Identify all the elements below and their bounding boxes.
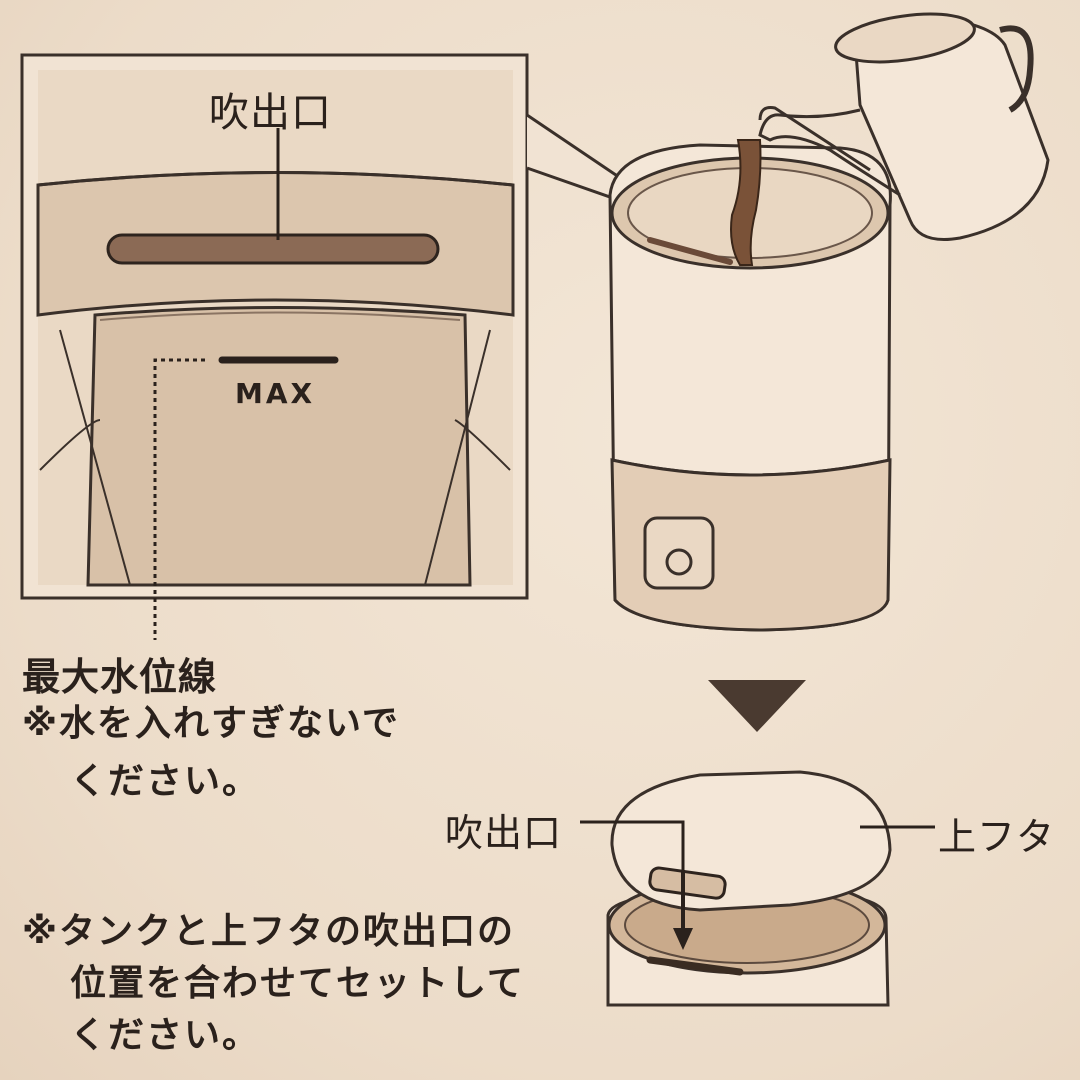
inset-outlet-slot — [106, 233, 440, 265]
alignment-note-line1: ※タンクと上フタの吹出口の — [22, 911, 515, 952]
alignment-note-line2: 位置を合わせてセットして — [70, 963, 525, 1004]
max-water-line-title: 最大水位線 — [22, 655, 218, 699]
lid-illustration — [610, 770, 892, 950]
frother-unit — [608, 143, 892, 632]
lid-outlet-label: 吹出口 — [445, 811, 563, 855]
inset-max-label: MAX — [235, 377, 316, 410]
alignment-note-line3: ください。 — [70, 1015, 261, 1056]
pouring-jug — [758, 12, 1050, 241]
lid-label: 上フタ — [938, 815, 1056, 859]
power-button-illustration — [643, 516, 715, 590]
max-water-note-line1: ※水を入れすぎないで — [22, 703, 400, 744]
max-dotted-connector — [153, 358, 205, 640]
inset-detail-box — [20, 53, 529, 600]
lid-outlet-leader — [580, 820, 685, 872]
inset-outlet-label: 吹出口 — [209, 90, 332, 136]
step-arrow-down — [708, 680, 806, 732]
water-stream — [730, 139, 762, 266]
max-water-note-line2: ください。 — [70, 761, 261, 802]
